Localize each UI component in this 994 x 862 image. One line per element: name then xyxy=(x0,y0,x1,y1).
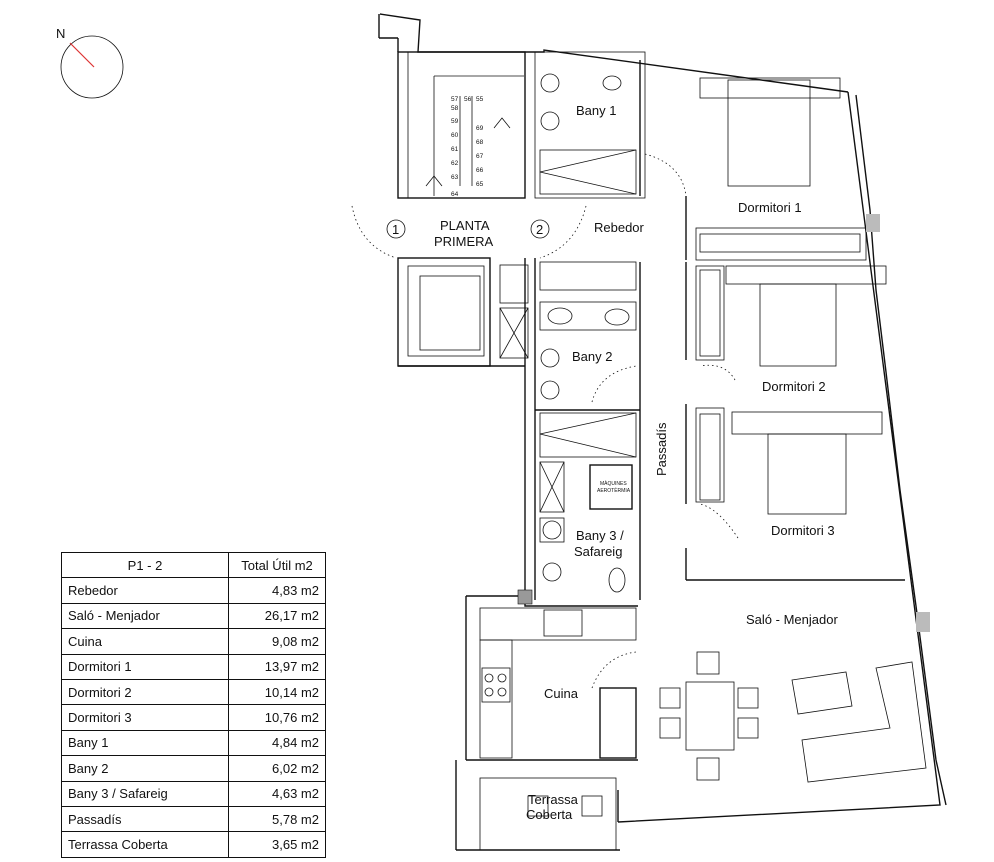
floor-label-line1: PLANTA xyxy=(440,218,490,233)
plan-labels: 1 2 PLANTA PRIMERA MÀQUINES AEROTÈRMIA B… xyxy=(392,103,838,822)
room-bany2: Bany 2 xyxy=(572,349,612,364)
step-61: 61 xyxy=(451,146,459,153)
north-label: N xyxy=(56,26,65,41)
step-58: 58 xyxy=(451,105,459,112)
north-compass: N xyxy=(56,26,124,99)
equipment-label-line2: AEROTÈRMIA xyxy=(597,487,631,494)
room-bany3-line2: Safareig xyxy=(574,544,622,559)
area-cell: 9,08 m2 xyxy=(228,628,326,655)
room-cell: Rebedor xyxy=(61,577,229,604)
step-63: 63 xyxy=(451,174,459,181)
room-dormitori3: Dormitori 3 xyxy=(771,523,835,538)
room-cell: Cuina xyxy=(61,628,229,655)
step-60: 60 xyxy=(451,132,459,139)
stair-marker-1: 1 xyxy=(392,222,399,237)
area-cell: 13,97 m2 xyxy=(228,653,326,680)
room-rebedor: Rebedor xyxy=(594,220,645,235)
area-cell: 4,83 m2 xyxy=(228,577,326,604)
room-cuina: Cuina xyxy=(544,686,579,701)
header-unit: P1 - 2 xyxy=(61,551,229,579)
step-66: 66 xyxy=(476,167,484,174)
area-cell: 6,02 m2 xyxy=(228,755,326,782)
step-65: 65 xyxy=(476,181,484,188)
area-cell: 4,84 m2 xyxy=(228,729,326,757)
step-59: 59 xyxy=(451,118,459,125)
area-cell: 5,78 m2 xyxy=(228,805,326,833)
area-cell: 3,65 m2 xyxy=(228,831,326,858)
room-passadis: Passadís xyxy=(654,422,669,476)
table-header-row: P1 - 2 Total Útil m2 xyxy=(61,551,326,579)
equipment-label-line1: MÀQUINES xyxy=(600,480,627,487)
area-cell: 10,14 m2 xyxy=(228,678,326,706)
room-salo: Saló - Menjador xyxy=(746,612,838,627)
room-cell: Bany 1 xyxy=(61,729,229,757)
step-69: 69 xyxy=(476,125,484,132)
step-62: 62 xyxy=(451,160,459,167)
room-cell: Passadís xyxy=(61,805,229,833)
header-total: Total Útil m2 xyxy=(228,551,326,579)
area-cell: 10,76 m2 xyxy=(228,704,326,731)
building-outline xyxy=(351,13,947,851)
room-bany1: Bany 1 xyxy=(576,103,616,118)
room-cell: Dormitori 1 xyxy=(61,653,229,680)
room-cell: Saló - Menjador xyxy=(61,602,229,630)
step-64: 64 xyxy=(451,191,459,198)
room-cell: Terrassa Coberta xyxy=(61,831,229,858)
floor-label-line2: PRIMERA xyxy=(434,234,494,249)
room-terrassa-line1: Terrassa xyxy=(528,792,579,807)
room-cell: Dormitori 3 xyxy=(61,704,229,731)
room-terrassa-line2: Coberta xyxy=(526,807,573,822)
area-cell: 26,17 m2 xyxy=(228,602,326,630)
room-cell: Dormitori 2 xyxy=(61,678,229,706)
room-cell: Bany 2 xyxy=(61,755,229,782)
room-dormitori1: Dormitori 1 xyxy=(738,200,802,215)
step-55: 55 xyxy=(476,96,484,103)
step-68: 68 xyxy=(476,139,484,146)
stair-marker-2: 2 xyxy=(536,222,543,237)
room-cell: Bany 3 / Safareig xyxy=(61,780,229,807)
area-cell: 4,63 m2 xyxy=(228,780,326,807)
step-57: 57 xyxy=(451,96,459,103)
room-dormitori2: Dormitori 2 xyxy=(762,379,826,394)
room-bany3-line1: Bany 3 / xyxy=(576,528,624,543)
stair-step-numbers: 57 58 59 60 61 62 63 64 56 55 69 68 67 6… xyxy=(451,96,484,198)
step-56: 56 xyxy=(464,96,472,103)
step-67: 67 xyxy=(476,153,484,160)
